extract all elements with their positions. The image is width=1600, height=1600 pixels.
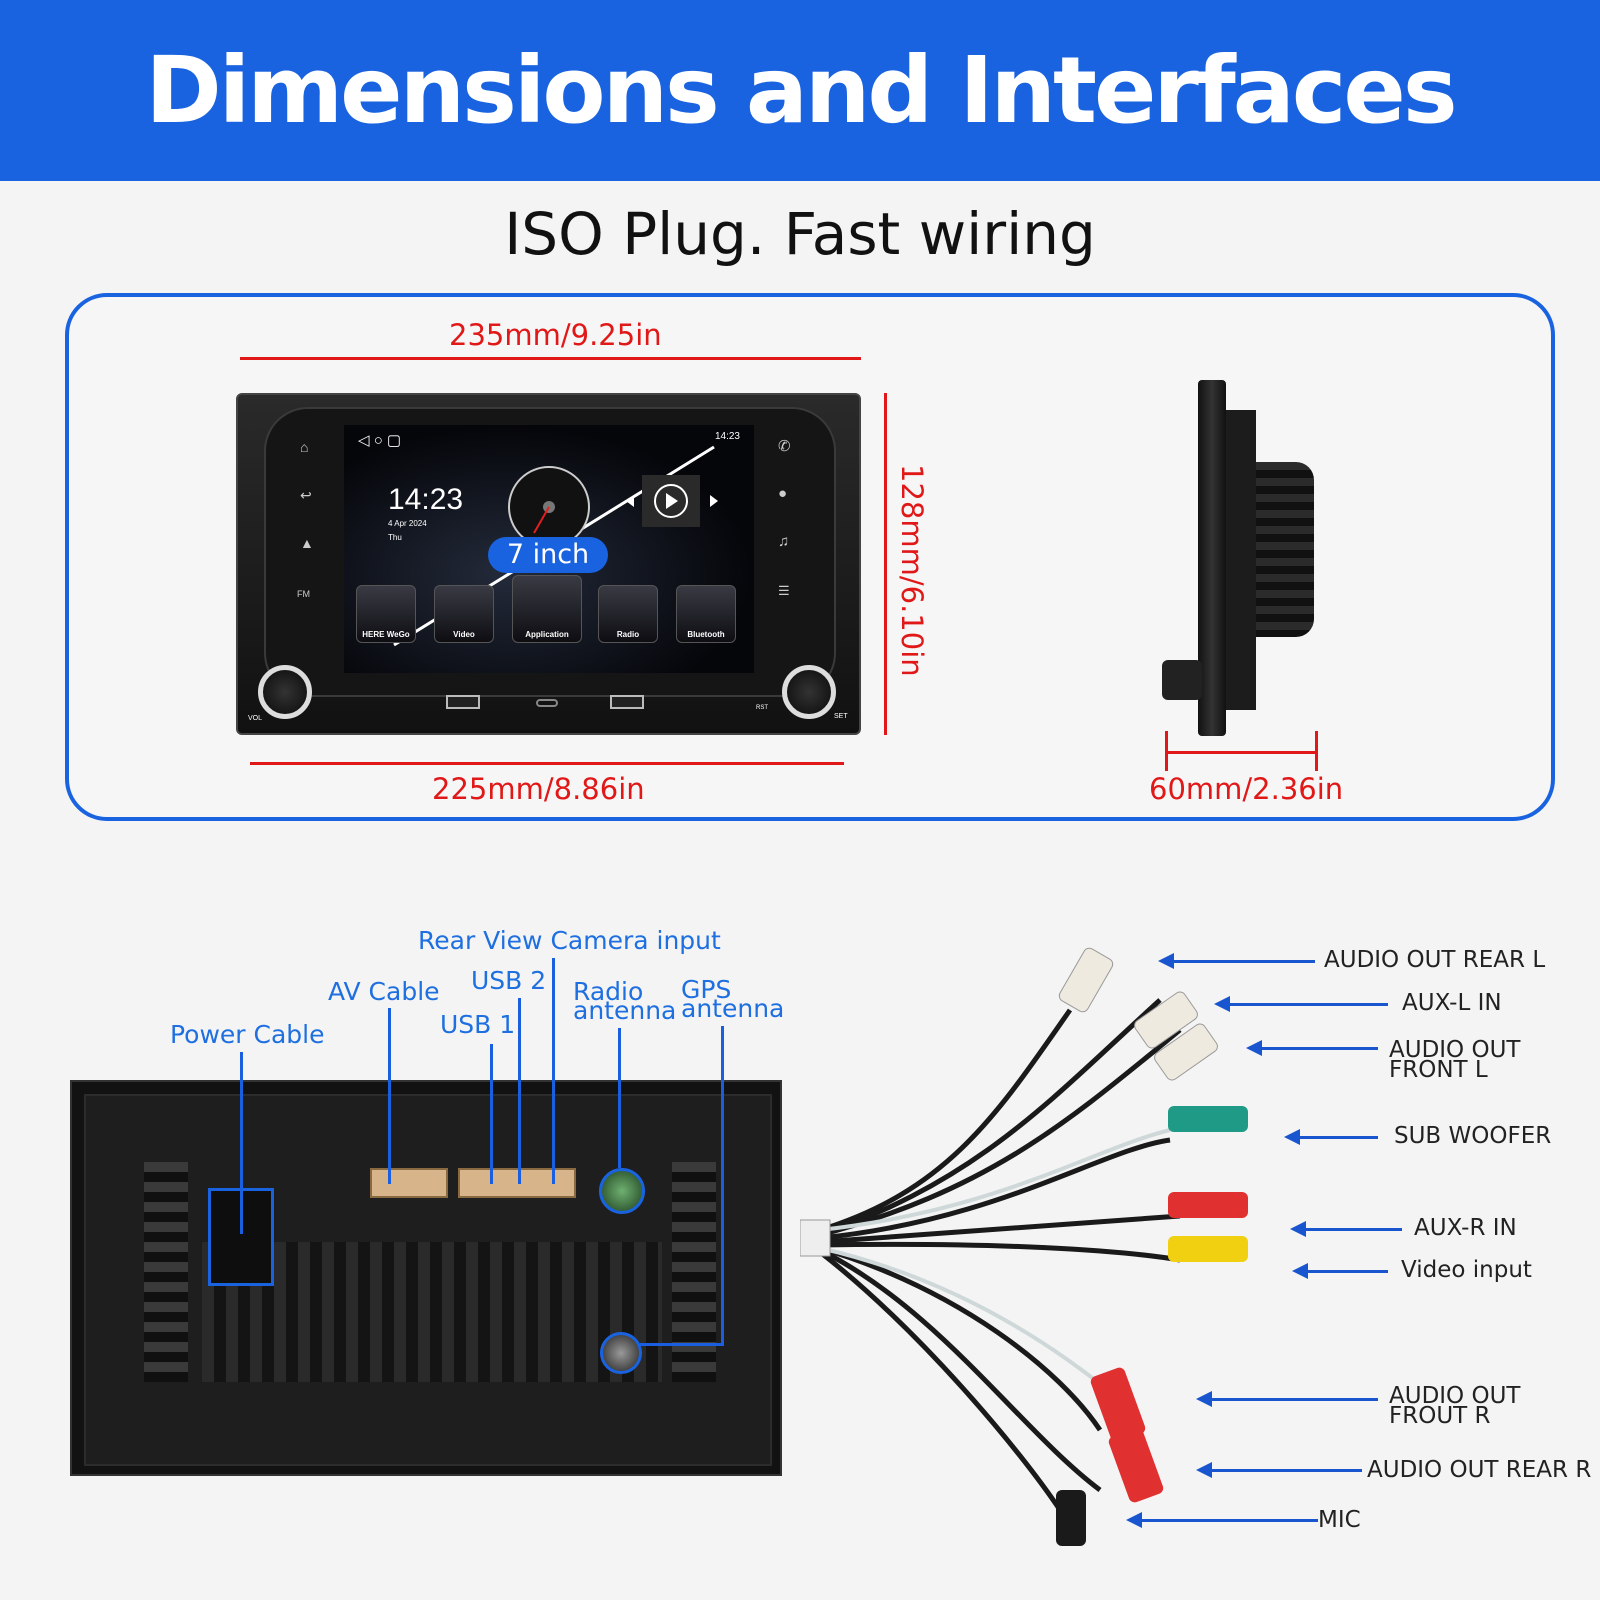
screen-clock: 14:23 xyxy=(388,483,464,516)
depth-line-left-tick xyxy=(1165,731,1168,771)
radio-antenna-label-1: Radio xyxy=(573,977,644,1006)
home-icon[interactable]: ⌂ xyxy=(300,439,309,455)
screen-glare-icon xyxy=(393,445,718,647)
screen-size-badge: 7 inch xyxy=(488,537,608,573)
status-time: 14:23 xyxy=(714,431,740,442)
usb-c-port xyxy=(536,699,558,707)
usb1-label: USB 1 xyxy=(440,1010,516,1039)
set-label: SET xyxy=(834,713,848,720)
screen-day: Thu xyxy=(388,533,402,542)
vol-label: VOL xyxy=(248,715,263,722)
back-icon[interactable]: ↩ xyxy=(300,487,312,503)
app-application[interactable]: Application xyxy=(512,575,582,643)
page-title: Dimensions and Interfaces xyxy=(145,37,1457,144)
heatsink-left xyxy=(144,1162,188,1382)
av-connector xyxy=(370,1168,448,1198)
arrow-sub-woofer xyxy=(1284,1129,1378,1145)
bottom-width-line xyxy=(250,762,844,765)
arrow-mic xyxy=(1126,1512,1318,1528)
arrow-audio-out-rear-r xyxy=(1196,1462,1362,1478)
nav-back-icon[interactable]: ◁ ○ ▢ xyxy=(358,432,402,449)
heatsink-right xyxy=(672,1162,716,1382)
label-aux-l-in: AUX-L IN xyxy=(1402,990,1502,1016)
bottom-width-label: 225mm/8.86in xyxy=(432,772,645,806)
fm-button[interactable]: FM xyxy=(297,589,310,599)
arrow-audio-out-rear-l xyxy=(1158,953,1315,969)
radio-antenna-leader xyxy=(618,1028,621,1168)
label-audio-out-front-r-2: FROUT R xyxy=(1389,1403,1491,1429)
header-banner: Dimensions and Interfaces xyxy=(0,0,1600,181)
radio-antenna-jack xyxy=(599,1168,645,1214)
usb-port-left xyxy=(446,695,480,709)
label-aux-r-in: AUX-R IN xyxy=(1414,1215,1517,1241)
usb-camera-connectors xyxy=(458,1168,576,1198)
phone-icon[interactable]: ✆ xyxy=(778,438,791,455)
radio-front-device: ◁ ○ ▢ 14:23 14:23 4 Apr 2024 Thu 7 inch … xyxy=(236,393,861,735)
top-width-label: 235mm/9.25in xyxy=(449,318,662,352)
side-chassis xyxy=(1226,410,1256,710)
arrow-aux-r-in xyxy=(1290,1221,1402,1237)
camera-input-leader xyxy=(552,958,555,1184)
radio-antenna-label-2: antenna xyxy=(573,996,677,1025)
label-audio-out-rear-l: AUDIO OUT REAR L xyxy=(1324,947,1546,973)
app-video[interactable]: Video xyxy=(434,585,494,643)
gps-antenna-jack xyxy=(600,1332,642,1374)
power-cable-label: Power Cable xyxy=(170,1020,325,1049)
app-here-wego[interactable]: HERE WeGo xyxy=(356,585,416,643)
app-bluetooth[interactable]: Bluetooth xyxy=(676,585,736,643)
rst-label: RST xyxy=(756,705,768,711)
radio-back-panel xyxy=(70,1080,782,1476)
depth-label: 60mm/2.36in xyxy=(1149,772,1344,806)
arrow-video-input xyxy=(1292,1263,1388,1279)
app-radio[interactable]: Radio xyxy=(598,585,658,643)
camera-input-label: Rear View Camera input xyxy=(418,926,721,955)
equalizer-icon[interactable]: ☰ xyxy=(778,583,790,598)
usb1-leader xyxy=(490,1044,493,1184)
label-video-input: Video input xyxy=(1401,1257,1532,1283)
radio-side-view xyxy=(1162,380,1316,740)
arrow-aux-l-in xyxy=(1214,996,1388,1012)
music-icon[interactable]: ♫ xyxy=(778,533,790,550)
page-subtitle: ISO Plug. Fast wiring xyxy=(504,200,1096,268)
usb-port-right xyxy=(610,695,644,709)
height-line xyxy=(884,393,887,735)
gps-antenna-leader xyxy=(721,1026,724,1346)
label-audio-out-front-l-1: AUDIO OUT xyxy=(1389,1037,1521,1063)
depth-line xyxy=(1165,751,1317,754)
depth-line-right-tick xyxy=(1315,731,1318,771)
power-cable-leader xyxy=(240,1052,243,1234)
gps-antenna-label-2: antenna xyxy=(681,994,785,1023)
usb2-leader xyxy=(518,998,521,1184)
back-vents xyxy=(202,1242,662,1382)
arrow-audio-out-front-r xyxy=(1196,1391,1378,1407)
av-cable-label: AV Cable xyxy=(328,977,440,1006)
play-icon[interactable]: ● xyxy=(778,485,788,502)
height-label: 128mm/6.10in xyxy=(895,464,929,677)
label-audio-out-rear-r: AUDIO OUT REAR R xyxy=(1367,1457,1592,1483)
device-screen: ◁ ○ ▢ 14:23 14:23 4 Apr 2024 Thu 7 inch … xyxy=(344,425,754,673)
av-cable-leader xyxy=(388,1008,391,1184)
gps-antenna-label-1: GPS xyxy=(681,975,732,1004)
gps-antenna-leader-h xyxy=(640,1343,724,1346)
navigation-icon[interactable]: ▲ xyxy=(300,535,314,551)
usb2-label: USB 2 xyxy=(471,966,547,995)
side-faceplate xyxy=(1198,380,1226,736)
side-heatsink xyxy=(1256,462,1314,637)
wiring-harness-icon xyxy=(800,947,1248,1546)
side-knob xyxy=(1162,660,1202,700)
screen-date: 4 Apr 2024 xyxy=(388,519,427,528)
volume-knob[interactable] xyxy=(258,665,312,719)
label-sub-woofer: SUB WOOFER xyxy=(1394,1123,1552,1149)
arrow-audio-out-front-l xyxy=(1246,1040,1378,1056)
label-audio-out-front-l-2: FRONT L xyxy=(1389,1057,1488,1083)
label-audio-out-front-r-1: AUDIO OUT xyxy=(1389,1383,1521,1409)
set-knob[interactable] xyxy=(782,665,836,719)
label-mic: MIC xyxy=(1318,1507,1361,1533)
top-width-line xyxy=(240,357,861,360)
